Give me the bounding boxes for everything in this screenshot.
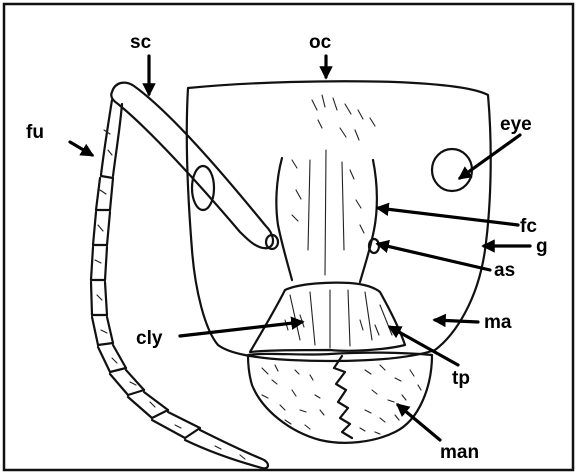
label-fc: fc [520, 216, 537, 237]
label-sc: sc [130, 32, 152, 53]
label-oc: oc [309, 32, 332, 53]
label-eye: eye [500, 114, 532, 135]
label-ma: ma [484, 312, 512, 333]
label-cly: cly [136, 328, 163, 349]
label-g: g [536, 236, 548, 257]
label-as: as [494, 260, 515, 281]
label-tp: tp [452, 368, 470, 389]
label-fu: fu [26, 122, 44, 143]
label-man: man [440, 442, 479, 463]
